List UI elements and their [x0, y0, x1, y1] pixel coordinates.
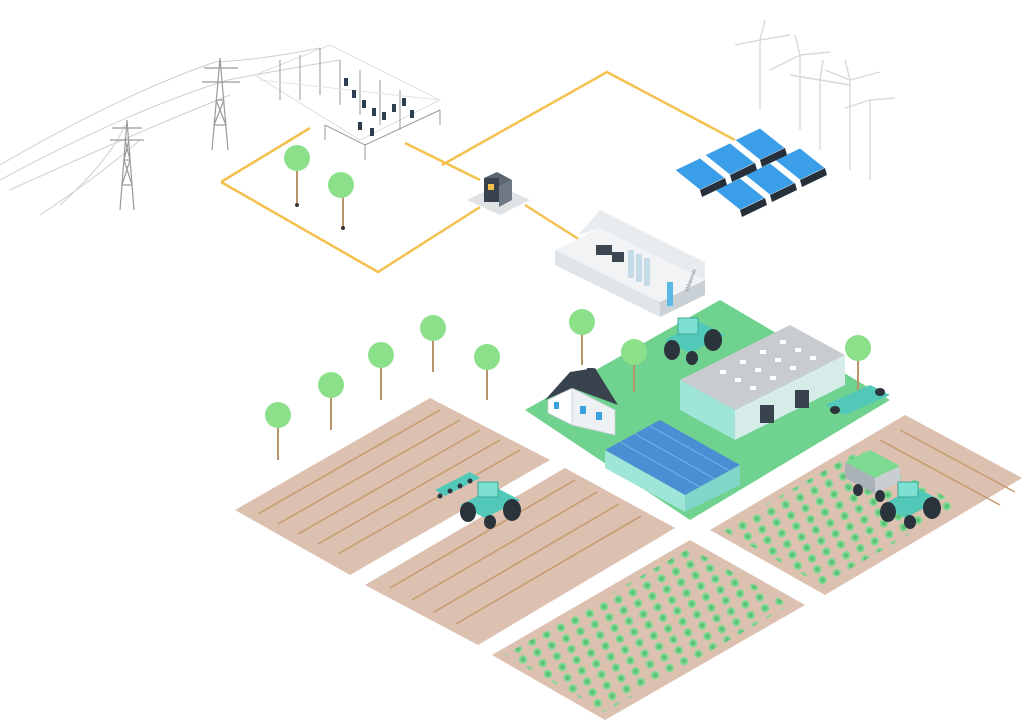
harvest-trailer-icon [845, 450, 900, 502]
tree-icon [328, 172, 354, 230]
barn-icon [680, 325, 845, 440]
solar-panel-icon [674, 127, 827, 217]
tree-icon [284, 145, 310, 207]
energy-network-line [220, 70, 736, 274]
overhead-power-lines [0, 47, 341, 216]
tree-icon [569, 309, 595, 365]
plowed-field [365, 468, 675, 645]
tree-icon [845, 335, 871, 390]
tractor-icon [435, 472, 521, 529]
tractor-icon [880, 481, 941, 529]
wind-turbine-icon [734, 19, 896, 180]
substation-icon [253, 44, 442, 160]
crop-field [492, 540, 805, 720]
harvester-attachment-icon [825, 385, 890, 415]
tree-icon [368, 342, 394, 400]
electricity-pylon-icon [110, 119, 144, 211]
greenhouse-icon [605, 420, 740, 512]
tree-icon [265, 402, 291, 460]
tractor-icon [664, 317, 725, 365]
transformer-box-icon [467, 172, 530, 215]
farmhouse-icon [545, 368, 618, 436]
tree-icon [621, 339, 647, 392]
electricity-pylon-icon [202, 57, 240, 151]
tree-icon [474, 344, 500, 400]
battery-container-icon: VMaterials [555, 210, 705, 317]
tree-icon [420, 315, 446, 372]
plowed-field [235, 398, 550, 575]
tree-icon [318, 372, 344, 430]
